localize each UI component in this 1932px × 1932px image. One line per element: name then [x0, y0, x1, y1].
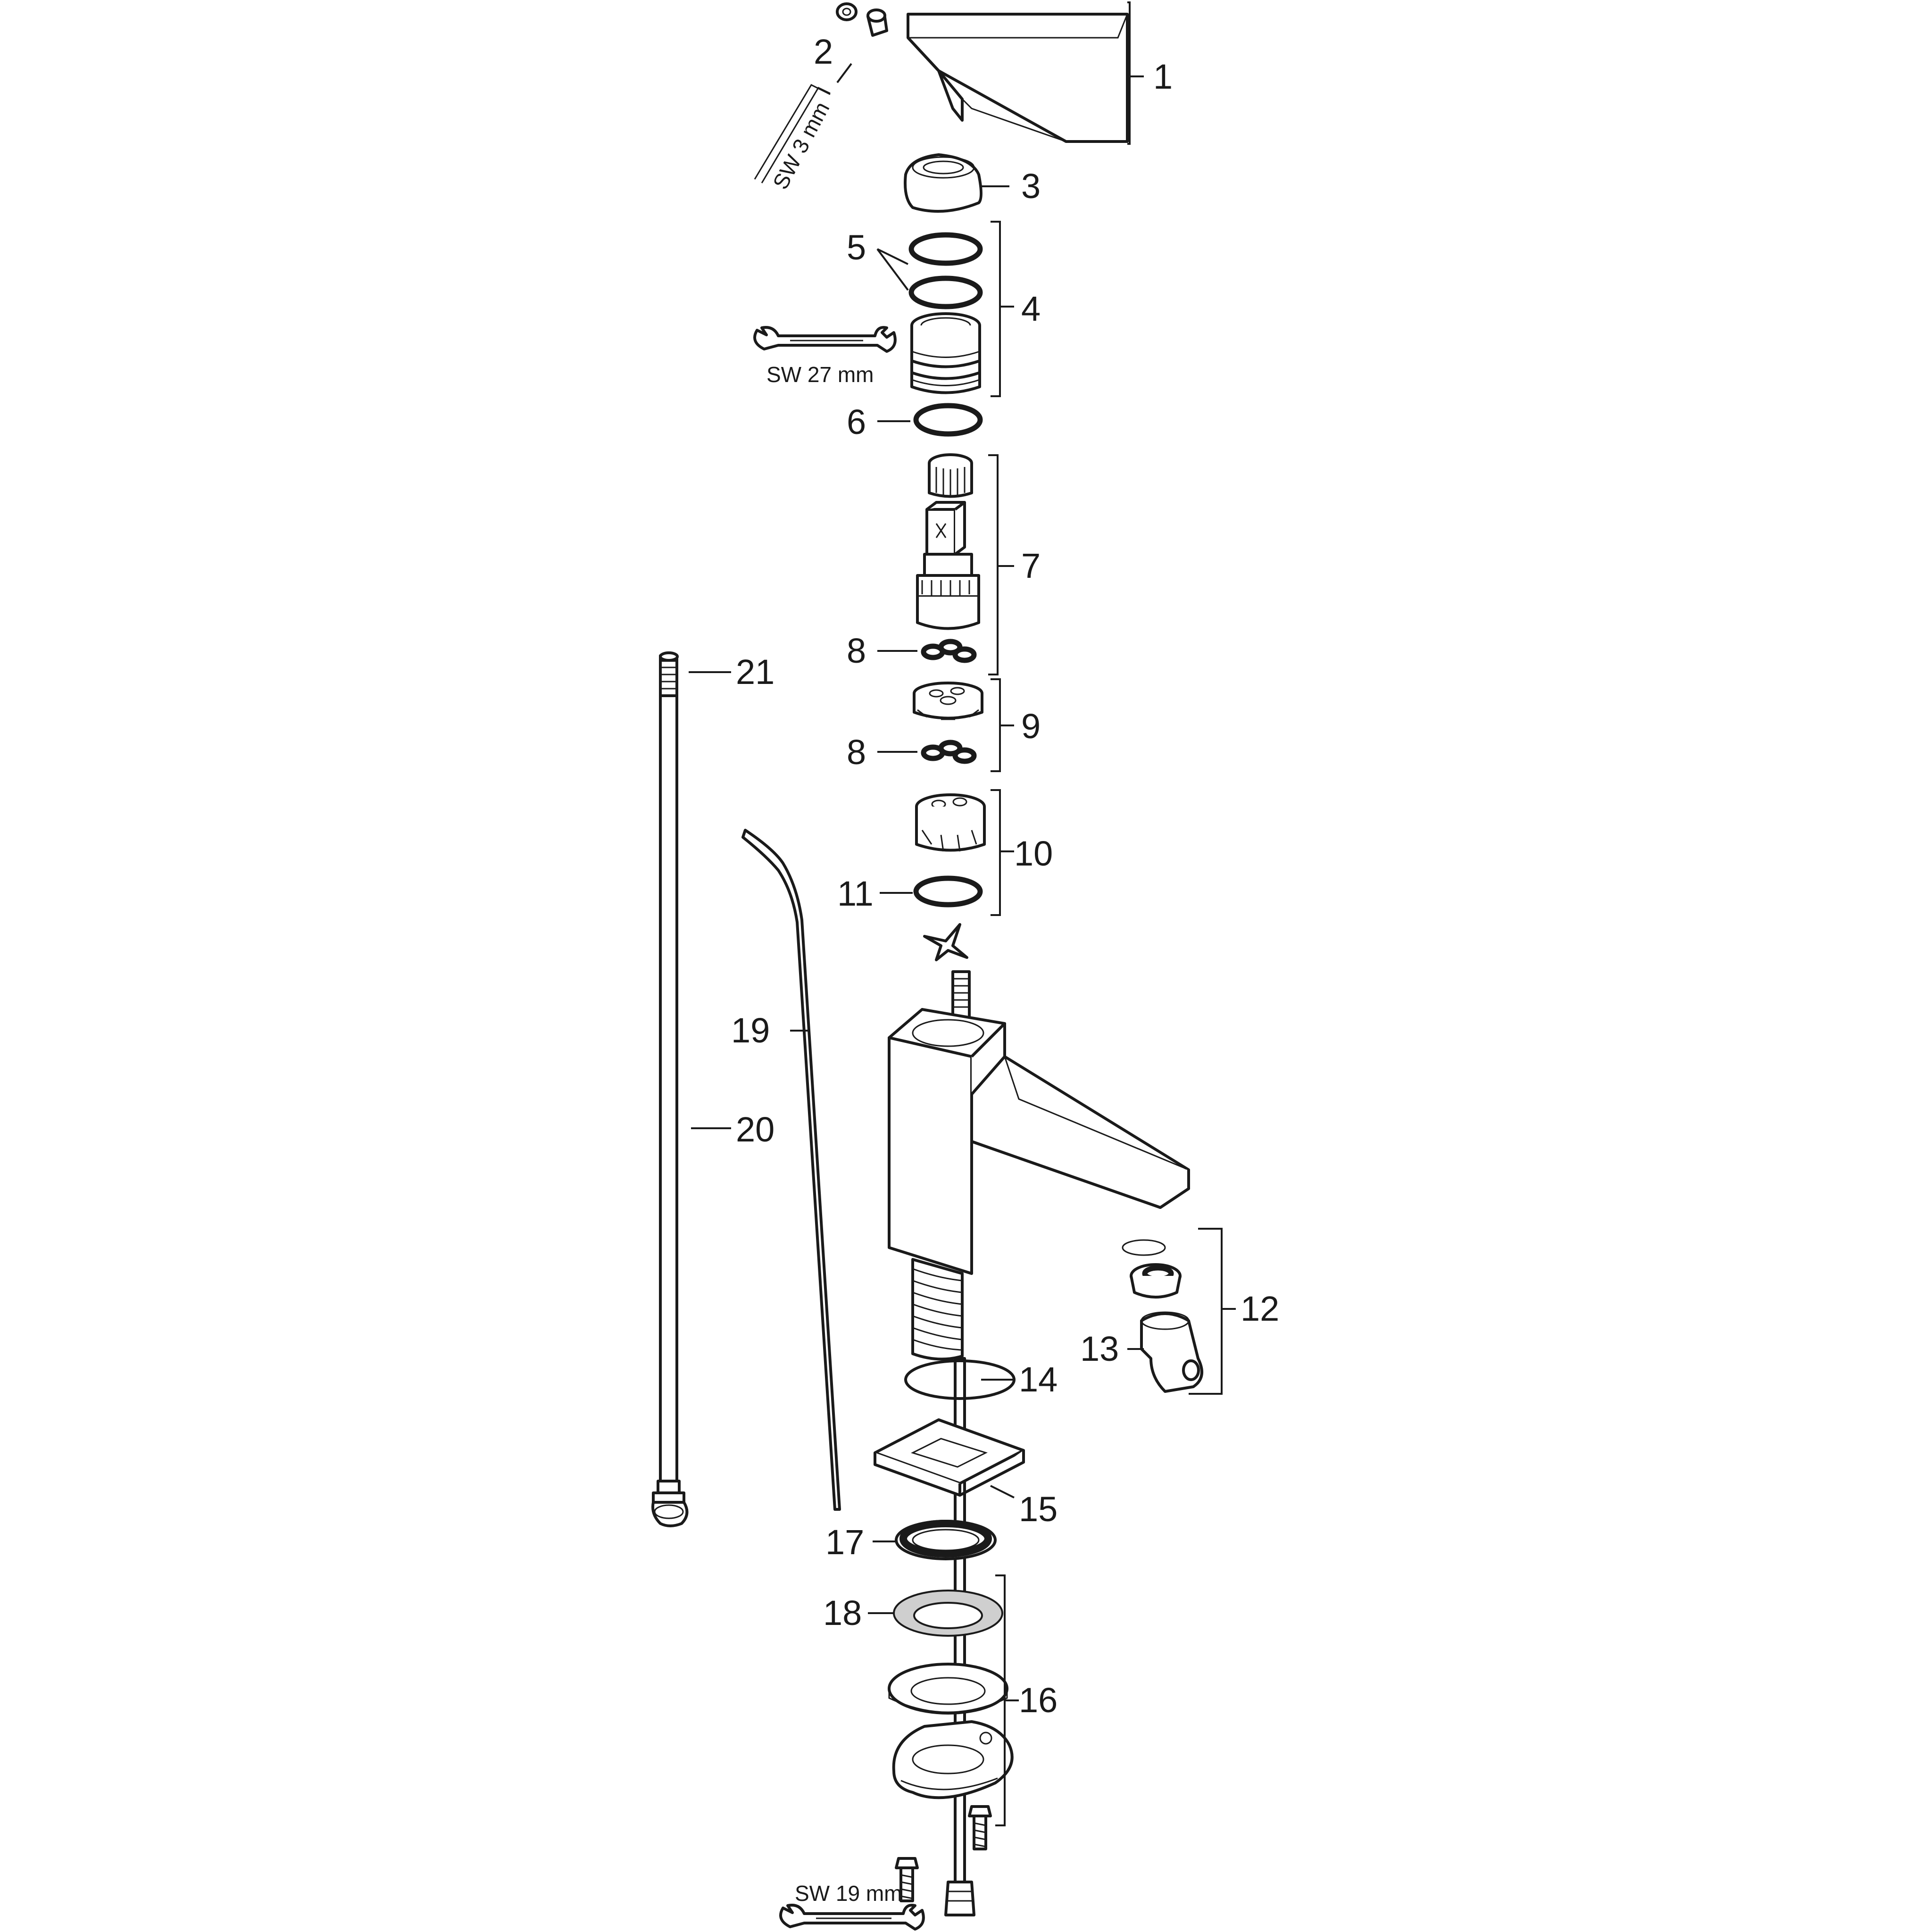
label-9: 9: [1021, 707, 1041, 746]
label-1: 1: [1153, 57, 1173, 96]
part-3-cap: [904, 153, 983, 213]
label-11: 11: [837, 874, 874, 913]
part-1-bracket: [1127, 1, 1144, 145]
part-16-fixing-plate: [892, 1720, 1014, 1799]
label-14: 14: [1019, 1360, 1058, 1399]
part-4-bracket: [991, 221, 1014, 397]
label-5: 5: [847, 228, 866, 267]
part-12-bracket: [1189, 1228, 1236, 1395]
part-19-lift-rod: [741, 829, 841, 1511]
part-5-o-rings: [908, 232, 983, 309]
wrench-19-caption: SW 19 mm: [795, 1881, 902, 1906]
part-9-disc: [913, 682, 983, 720]
part-1-handle: [907, 13, 1129, 143]
label-16: 16: [1019, 1681, 1058, 1720]
part-4-insert: [910, 312, 981, 394]
part-10-bracket: [991, 789, 1014, 916]
part-2-leader: [836, 63, 852, 83]
label-15: 15: [1019, 1490, 1058, 1529]
label-4: 4: [1021, 289, 1041, 328]
part-21-hose-fitting: [659, 651, 679, 697]
retaining-clip: [923, 923, 968, 961]
wrench-27-icon: [753, 326, 897, 353]
label-12: 12: [1241, 1289, 1279, 1328]
part-20-hose: [659, 654, 678, 1482]
label-8a: 8: [847, 631, 866, 670]
part-10-insert: [915, 793, 986, 852]
label-3: 3: [1021, 167, 1041, 206]
part-11-o-ring: [913, 875, 983, 908]
part-17-gasket: [895, 1520, 997, 1560]
allen-key-caption: SW 3 mm: [768, 98, 834, 193]
wrench-19-icon: [779, 1904, 925, 1931]
label-13: 13: [1080, 1329, 1119, 1368]
part-15-leader: [990, 1485, 1015, 1499]
part-5-leaders: [876, 248, 909, 291]
label-19: 19: [731, 1011, 770, 1050]
part-18-washer: [893, 1590, 1003, 1637]
label-18: 18: [823, 1593, 862, 1632]
part-16-screws: [895, 1805, 992, 1902]
part-6-o-ring: [913, 403, 983, 437]
part-8b-seal: [921, 740, 977, 764]
label-21: 21: [736, 652, 774, 691]
label-8b: 8: [847, 733, 866, 772]
part-16-bracket: [995, 1574, 1019, 1826]
label-17: 17: [825, 1523, 864, 1562]
label-7: 7: [1021, 546, 1041, 585]
part-7-cartridge: [916, 453, 980, 630]
label-2: 2: [814, 32, 833, 71]
faucet-body: [888, 970, 1190, 1361]
part-7-bracket: [988, 454, 1014, 675]
hex-key-icon: [754, 84, 831, 183]
wrench-27-caption: SW 27 mm: [766, 362, 874, 387]
part-20-hose-nut: [651, 1480, 689, 1527]
part-15-plate: [874, 1418, 1025, 1497]
part-2-screws: [836, 2, 888, 37]
part-16-washer: [888, 1663, 1008, 1715]
part-13-aerator-key: [1140, 1311, 1203, 1393]
label-20: 20: [736, 1110, 774, 1149]
label-6: 6: [847, 402, 866, 441]
part-12-aerator: [1122, 1239, 1182, 1299]
part-8a-seal: [921, 639, 977, 663]
part-9-bracket: [991, 678, 1014, 772]
label-10: 10: [1014, 834, 1053, 873]
